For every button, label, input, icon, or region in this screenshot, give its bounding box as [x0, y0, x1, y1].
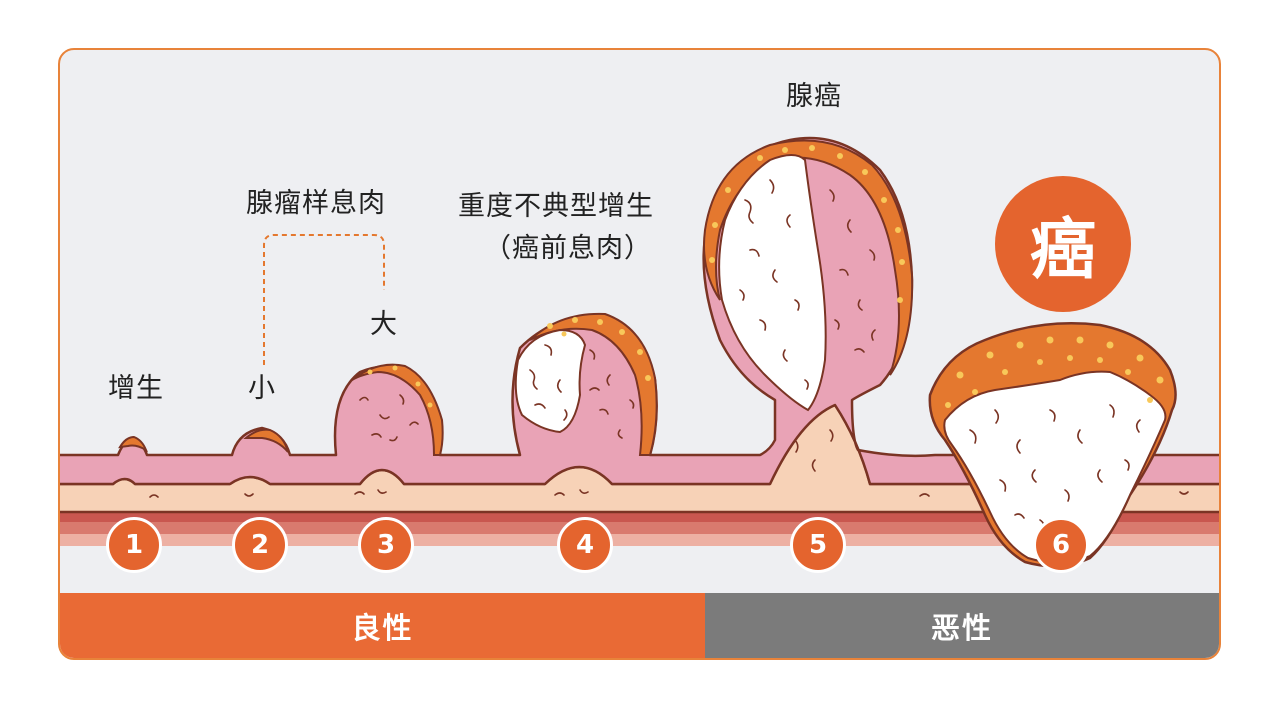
polyp-cap-2 [243, 428, 289, 453]
cancer-core [943, 370, 1167, 564]
stage-3-badge: 3 [358, 517, 414, 573]
polyp-cap-1 [118, 435, 149, 453]
stage-2-label: 小 [248, 373, 276, 404]
polyp-core-5 [718, 154, 827, 412]
malignant-band: 恶性 [705, 593, 1219, 658]
stage-4-label-line2: （癌前息肉） [484, 233, 652, 264]
polyp-cap-3 [351, 363, 444, 456]
stage-5-label: 腺癌 [786, 81, 842, 112]
stage-1-badge: 1 [106, 517, 162, 573]
stage-1-label: 增生 [108, 373, 164, 404]
layer-muscle-mid [60, 522, 1219, 534]
cancer-badge: 癌 [995, 176, 1131, 312]
stage-4-badge: 4 [557, 517, 613, 573]
cancer-badge-label: 癌 [1030, 211, 1096, 288]
adenoma-group-label: 腺瘤样息肉 [246, 188, 386, 219]
speckles [367, 145, 1164, 408]
benign-band-label: 良性 [351, 610, 414, 645]
polyp-cap-5 [703, 139, 914, 376]
layer-muscle-dark [60, 512, 1219, 522]
adenoma-bracket [263, 234, 385, 365]
benign-band: 良性 [60, 593, 705, 658]
layer-muscle-light [60, 534, 1219, 546]
polyp-core-4 [514, 328, 587, 434]
stage-3-label: 大 [370, 309, 398, 340]
stage-4-label-line1: 重度不典型增生 [458, 191, 654, 222]
stage-2-badge: 2 [232, 517, 288, 573]
polyp-cap-4 [529, 312, 658, 456]
stage-6-badge: 6 [1033, 517, 1089, 573]
malignant-band-label: 恶性 [930, 610, 993, 645]
stage-5-badge: 5 [790, 517, 846, 573]
